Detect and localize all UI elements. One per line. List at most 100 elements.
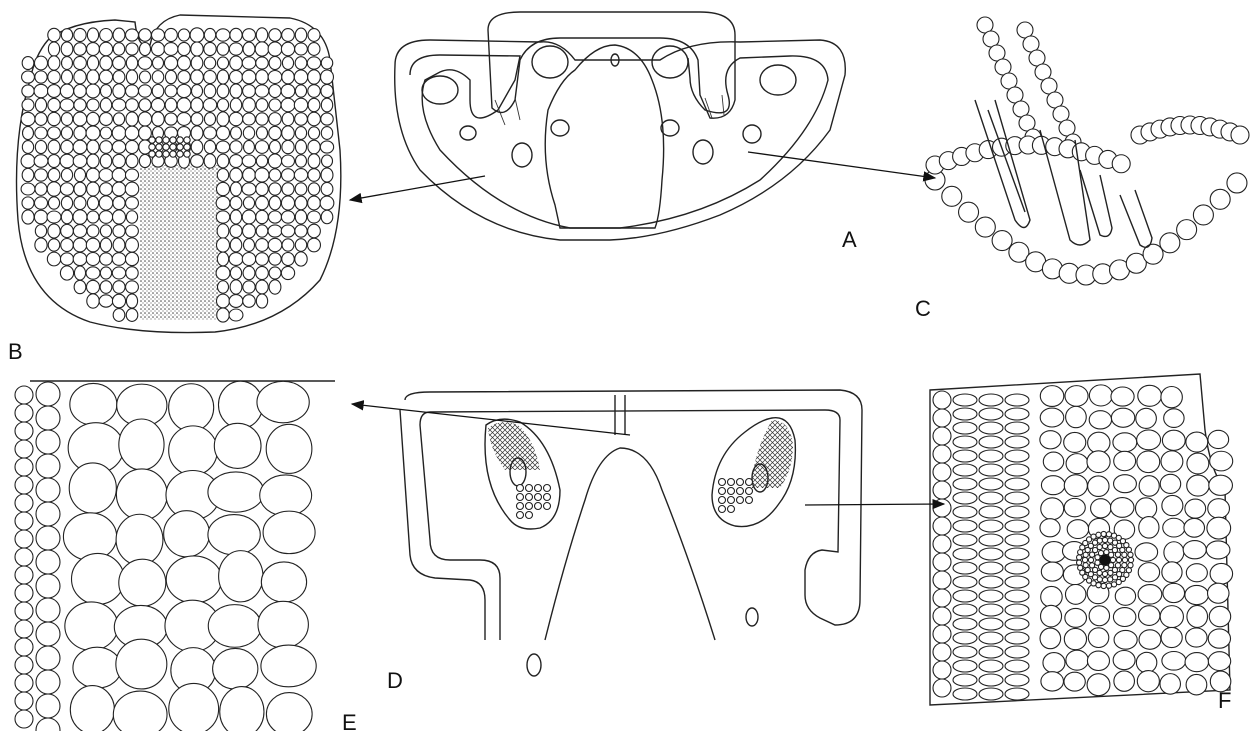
- cell: [112, 168, 126, 182]
- cell: [266, 693, 312, 731]
- cell: [47, 211, 61, 223]
- cell: [266, 424, 312, 473]
- cell: [208, 515, 260, 555]
- cell: [139, 29, 151, 42]
- vessel-cell: [544, 485, 551, 492]
- cell: [169, 384, 214, 432]
- cell: [73, 210, 87, 224]
- cell: [942, 186, 962, 206]
- cell: [953, 464, 977, 476]
- cell: [74, 168, 85, 181]
- cell: [282, 183, 294, 196]
- cell: [256, 70, 268, 84]
- cell: [73, 155, 87, 168]
- cell: [1005, 492, 1029, 504]
- cell: [295, 140, 306, 154]
- cell: [1163, 518, 1185, 537]
- cell: [1005, 478, 1029, 490]
- cell: [126, 112, 138, 126]
- cell: [15, 692, 33, 710]
- cell: [1162, 495, 1183, 515]
- cell: [112, 126, 126, 140]
- cell: [48, 85, 61, 98]
- cell: [268, 238, 282, 251]
- cell: [953, 674, 977, 686]
- cell: [979, 604, 1003, 616]
- cell: [48, 224, 60, 238]
- cell: [979, 408, 1003, 420]
- cell: [216, 29, 230, 41]
- cell: [87, 140, 99, 154]
- cell: [112, 294, 125, 308]
- cell: [36, 646, 60, 670]
- cell: [119, 559, 166, 606]
- cell: [1115, 587, 1135, 605]
- cell: [34, 210, 47, 224]
- panel-label-d: D: [387, 670, 403, 692]
- cell: [61, 113, 72, 126]
- cell: [1089, 411, 1111, 429]
- cell: [113, 154, 126, 167]
- cell: [112, 267, 125, 279]
- cell: [191, 85, 202, 98]
- cell: [1139, 517, 1159, 539]
- cell: [1137, 671, 1159, 692]
- cell: [61, 57, 72, 70]
- cell: [36, 526, 60, 550]
- cell: [979, 548, 1003, 560]
- cell: [1005, 394, 1029, 406]
- cell: [979, 436, 1003, 448]
- cell: [216, 294, 229, 308]
- cell: [1088, 628, 1108, 648]
- cell: [255, 168, 269, 182]
- cell: [15, 422, 33, 440]
- cell: [113, 56, 126, 69]
- cell: [217, 57, 228, 69]
- cell: [1161, 386, 1182, 407]
- cell: [165, 70, 176, 83]
- cell: [61, 140, 73, 153]
- cell: [113, 691, 167, 731]
- cell: [953, 506, 977, 518]
- cell: [204, 28, 215, 41]
- cell: [1064, 475, 1087, 497]
- cell: [308, 154, 320, 168]
- cell: [979, 492, 1003, 504]
- bundle-cell: [1077, 560, 1082, 565]
- cell: [953, 534, 977, 546]
- cell: [87, 99, 99, 111]
- cell: [15, 494, 33, 512]
- cell: [295, 196, 307, 210]
- cell: [1164, 409, 1184, 428]
- cell: [65, 602, 118, 650]
- cell: [1043, 452, 1063, 471]
- cell: [243, 295, 256, 308]
- cell: [1136, 652, 1156, 672]
- cell: [191, 113, 203, 126]
- cell: [61, 196, 72, 209]
- cell: [1209, 606, 1230, 626]
- bundle-cell: [1102, 577, 1107, 582]
- cell: [1209, 475, 1233, 495]
- cell: [1187, 453, 1209, 474]
- bundle-cell: [1110, 557, 1115, 562]
- cell: [1193, 205, 1213, 225]
- cell: [321, 98, 332, 112]
- cell: [1210, 451, 1233, 471]
- cell: [164, 43, 178, 56]
- cell: [1064, 498, 1085, 516]
- cell: [125, 126, 139, 140]
- cell: [256, 280, 268, 294]
- cell: [1113, 650, 1135, 669]
- cell: [321, 168, 333, 182]
- cell: [1186, 564, 1207, 582]
- cell: [953, 590, 977, 602]
- cell: [87, 43, 100, 56]
- cell: [1187, 475, 1209, 496]
- cell: [126, 238, 139, 252]
- cell: [48, 239, 60, 251]
- cell: [165, 113, 177, 125]
- cell: [1114, 451, 1136, 470]
- cell: [61, 127, 72, 140]
- bundle-cell: [1126, 547, 1131, 552]
